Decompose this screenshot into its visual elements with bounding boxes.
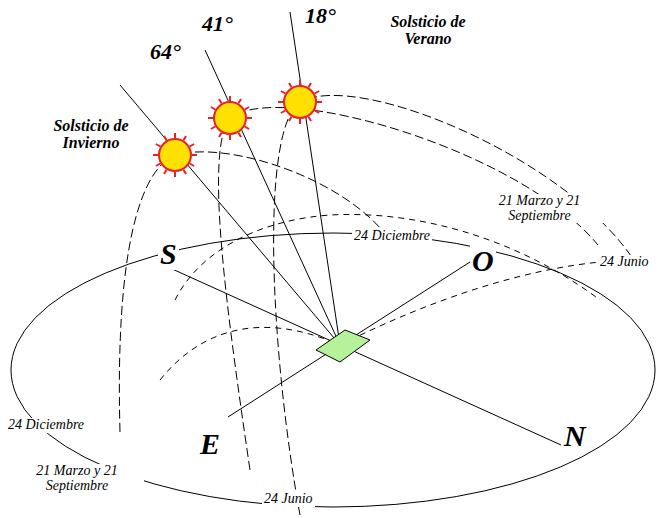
sun-ray [299,119,301,124]
date-label: 24 Junio [262,492,315,507]
sun-ray [156,164,160,167]
sun-ray [229,96,231,101]
sun-ray [211,107,215,110]
sun-ray [245,107,249,110]
date-label: 24 Diciembre [352,229,432,244]
sun-ray [315,111,319,114]
sun-ray [184,136,187,140]
sun-ray [229,135,231,140]
sun-ray [239,133,242,137]
summer-arc [274,95,635,515]
angle-label: 18° [303,4,338,27]
sun-ray [156,144,160,147]
sun-ray-line [205,50,340,345]
sun-ray [211,127,215,130]
date-label: Solsticio de Invierno [34,118,148,152]
sun-ray [153,154,158,156]
sun-ray [190,164,194,167]
sun-ray [208,117,213,119]
sun-ray [247,117,252,119]
sun-ray [219,133,222,137]
sun-ray [239,99,242,103]
date-label: 24 Junio [598,255,651,270]
equinox-arc [219,107,598,470]
compass-letter: O [470,245,496,277]
sun [284,86,316,118]
sun-ray [289,83,292,87]
sun-ray [281,91,285,94]
sun-ray [192,154,197,156]
horizon-ellipse [11,233,655,507]
sun-ray [315,91,319,94]
date-label: 21 Marzo y 21 Septiembre [10,464,144,493]
compass-letter: E [198,428,222,460]
sun-ray [174,133,176,138]
dome-dashed-line [160,327,340,380]
sun-ray [289,117,292,121]
sun-ray [245,127,249,130]
date-label: 21 Marzo y 21 Septiembre [470,194,609,223]
sun-ray [164,170,167,174]
sun-ray [164,136,167,140]
sun [159,139,191,171]
sun-ray [278,101,283,103]
sun-ray [317,101,322,103]
sun-ray [309,83,312,87]
date-label: 24 Diciembre [6,418,86,433]
sun-ray [174,172,176,177]
sun-ray [219,99,222,103]
sun-ray [299,80,301,85]
compass-letter: N [562,420,588,452]
sun-ray [184,170,187,174]
sun-ray [281,111,285,114]
west-east-line [228,262,470,417]
dome-dashed-line [175,214,600,300]
sun-ray [190,144,194,147]
sun [214,102,246,134]
angle-label: 41° [200,12,235,35]
angle-label: 64° [148,40,183,63]
sun-rays [153,80,322,177]
collector-plate [316,330,370,362]
winter-arc [119,152,392,432]
date-label: Solsticio de Verano [372,14,484,48]
sun-ray-line [290,12,340,345]
compass-letter: S [158,238,179,270]
sun-ray [309,117,312,121]
south-north-line [170,268,561,445]
